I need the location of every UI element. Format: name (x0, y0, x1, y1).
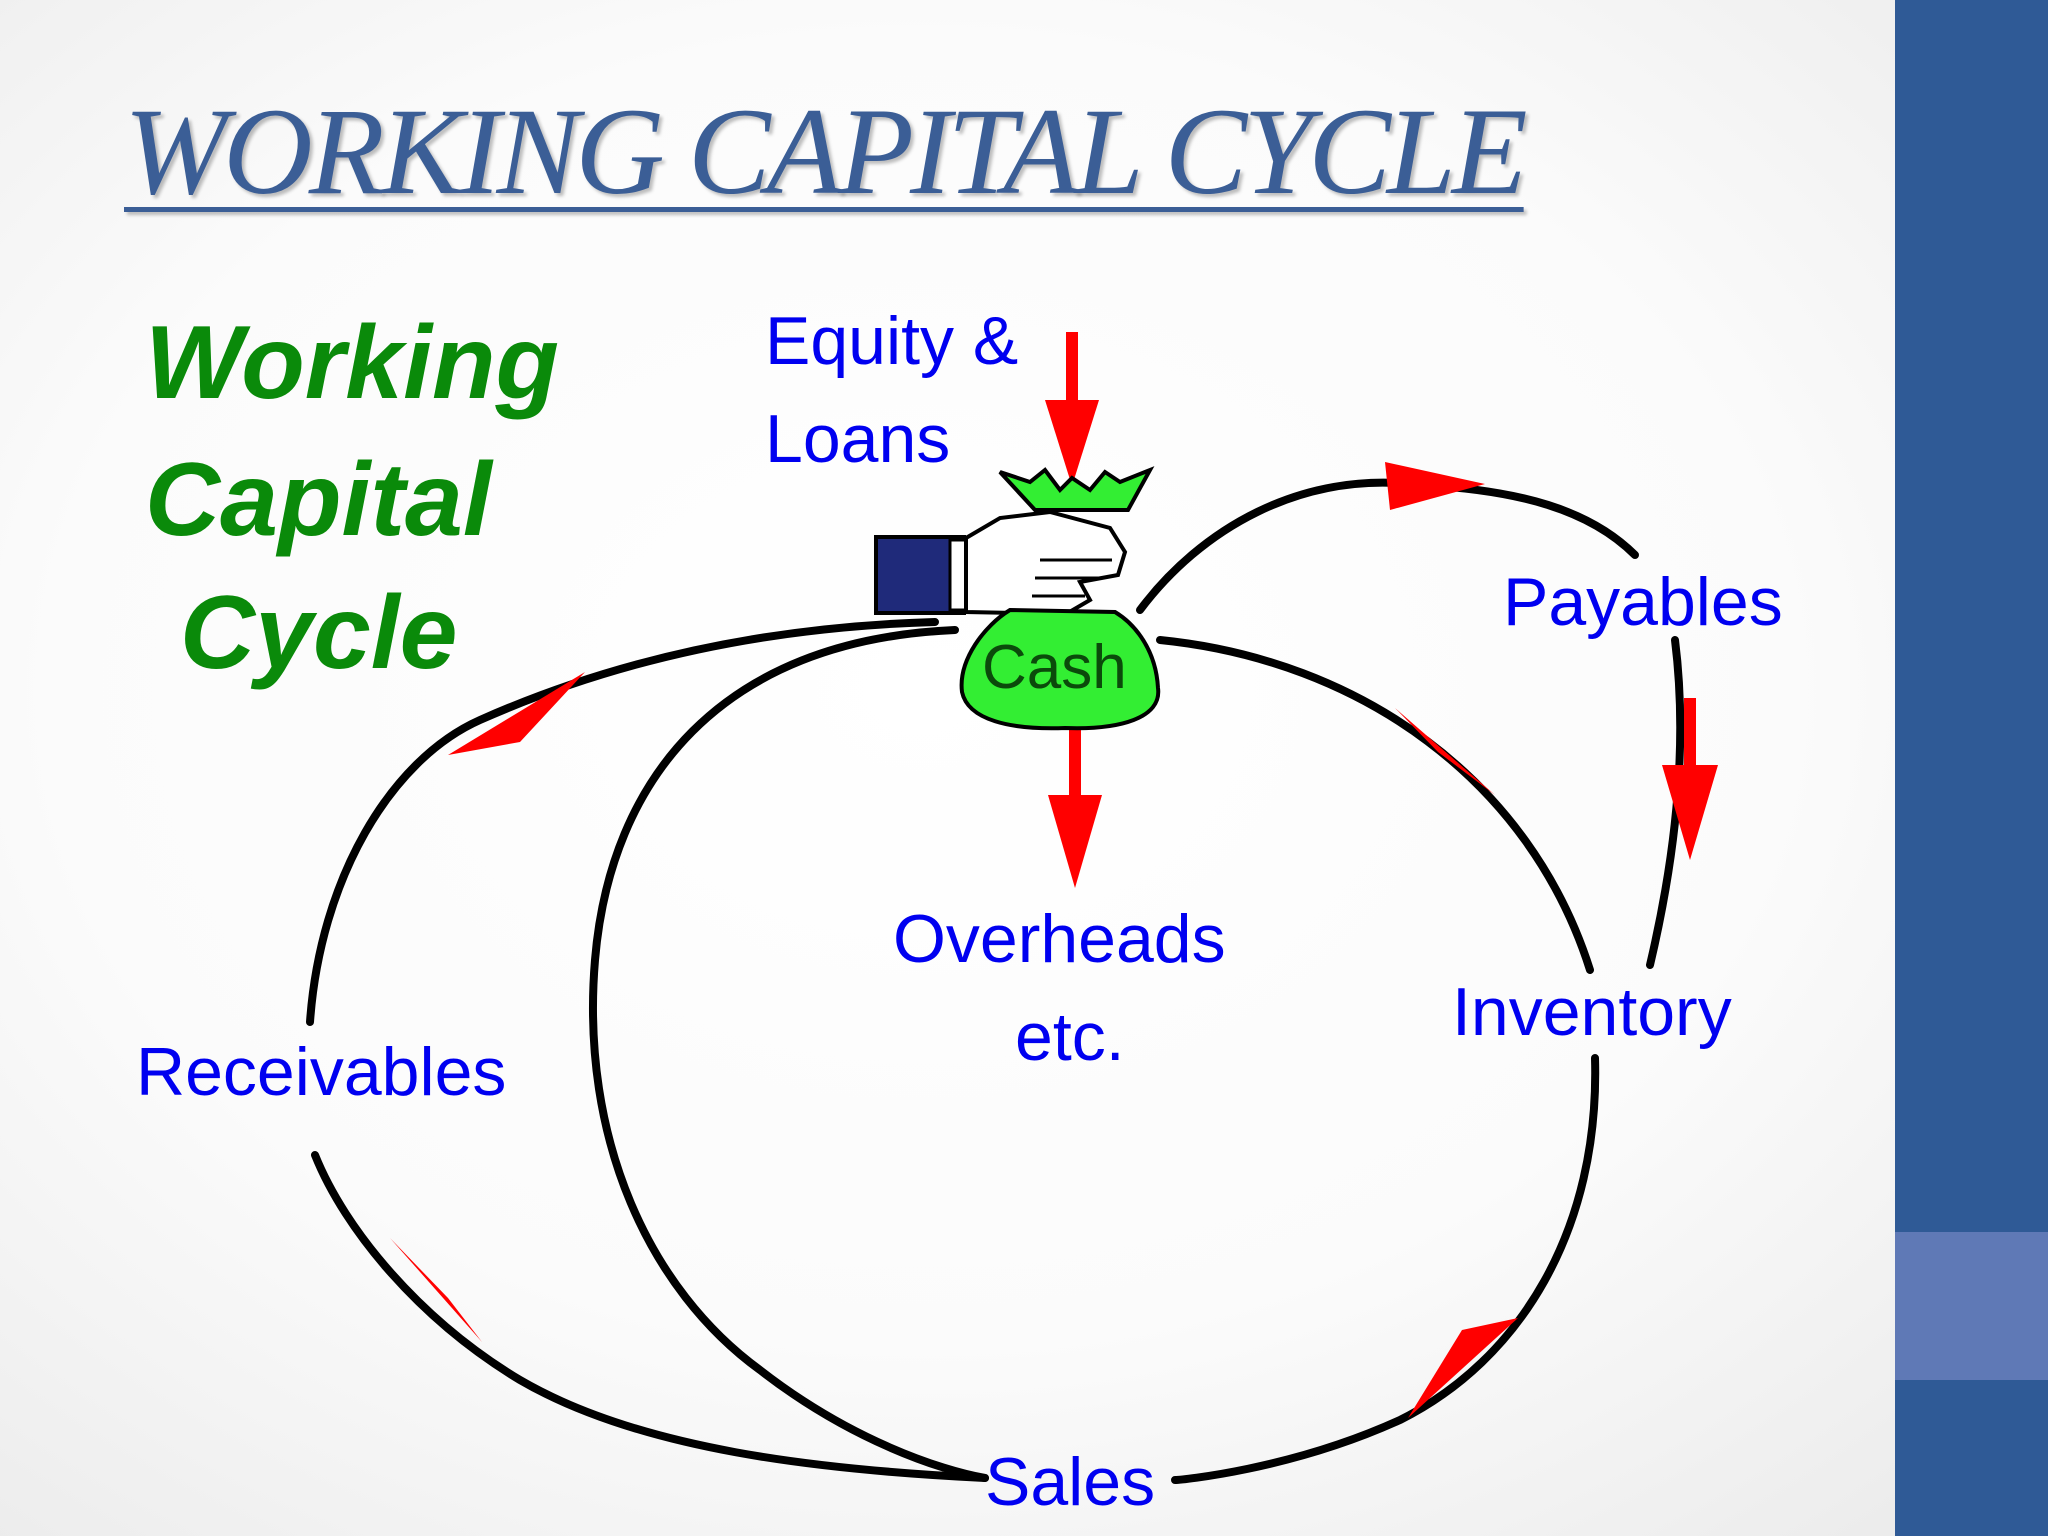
arrow-inventory-to-sales (1408, 1318, 1518, 1418)
overheads-label-line-2: etc. (1015, 999, 1125, 1075)
equity-label-line-1: Equity & (765, 303, 1018, 379)
decorative-sidebar-accent (1895, 1232, 2048, 1380)
arrow-cash-to-overheads (1048, 728, 1102, 888)
arrow-equity-to-cash (1045, 332, 1099, 486)
arrow-cash-to-inventory (1395, 708, 1495, 795)
flow-line-receivables-to-cash (306, 618, 939, 1026)
flow-line-sales-to-receivables (311, 1151, 989, 1482)
equity-label-line-2: Loans (765, 401, 950, 477)
money-bag-icon (959, 466, 1161, 731)
payables-label: Payables (1503, 564, 1783, 640)
working-capital-cycle-diagram: Working Capital Cycle (136, 303, 1783, 1520)
overheads-label-line-1: Overheads (893, 901, 1226, 977)
flow-line-payables-to-inventory (1646, 636, 1685, 969)
flow-line-cash-to-sales (588, 626, 989, 1482)
diagram-heading-line-1: Working (145, 305, 559, 421)
diagram-heading-line-2: Capital (145, 442, 494, 558)
flow-line-inventory-to-sales (1171, 1054, 1600, 1484)
arrow-payables-to-inventory (1662, 698, 1718, 860)
inventory-label: Inventory (1452, 974, 1732, 1050)
slide-title: WORKING CAPITAL CYCLE (124, 83, 1528, 220)
sales-label: Sales (985, 1444, 1155, 1520)
receivables-label: Receivables (136, 1034, 506, 1110)
arrow-receivables-to-cash (448, 672, 585, 755)
arrow-sales-to-receivables (390, 1238, 482, 1342)
diagram-heading-line-3: Cycle (180, 575, 458, 691)
arrow-cash-to-payables (1385, 462, 1485, 510)
cash-label: Cash (982, 633, 1127, 702)
hand-icon (874, 509, 1128, 617)
flow-line-cash-to-inventory (1156, 636, 1594, 974)
